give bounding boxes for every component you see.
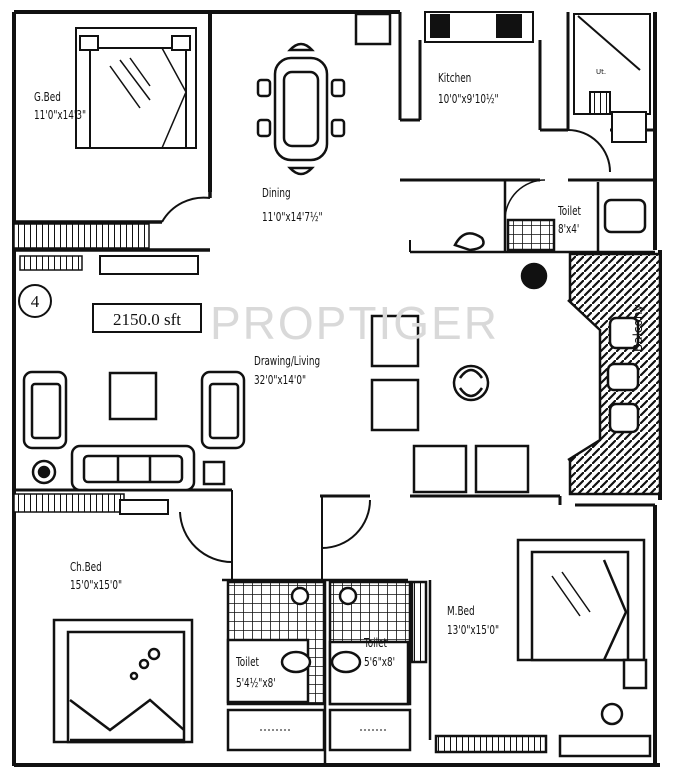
wall-unit [19, 255, 83, 271]
total-area-text: 2150.0 sft [113, 310, 181, 329]
living-chairs [370, 262, 548, 494]
label-dining-size: 11'0"x14'7½" [262, 210, 323, 224]
label-toilet-right-name: Toilet [364, 636, 387, 650]
label-dining-name: Dining [262, 186, 291, 200]
master-bedroom [410, 538, 652, 758]
utility-area [573, 13, 651, 143]
toilet-block [226, 580, 412, 766]
guest-bed-door-swing [161, 196, 211, 223]
child-bedroom [52, 578, 408, 744]
label-balcony: Balcony [631, 304, 645, 352]
kitchen-door-swing [567, 129, 611, 173]
total-area-box: 2150.0 sft [92, 303, 202, 333]
tv-unit [119, 499, 169, 515]
guest-bedroom-walls [14, 12, 212, 252]
label-child-bed-size: 15'0"x15'0" [70, 578, 123, 592]
unit-number-text: 4 [30, 292, 40, 311]
label-toilet-kitchen-name: Toilet [558, 204, 581, 218]
fridge [354, 12, 392, 46]
label-guest-bed-name: G.Bed [34, 90, 61, 104]
kitchen-toilet [410, 179, 655, 254]
watermark: PROPTIGER [210, 297, 499, 349]
balcony [567, 252, 662, 496]
label-drawing-size: 32'0"x14'0" [254, 373, 307, 387]
label-drawing-name: Drawing/Living [254, 354, 321, 368]
guest-bed-window [13, 223, 150, 249]
dining-table [256, 42, 346, 176]
sofa-set [22, 370, 246, 492]
living-window [13, 493, 125, 513]
label-kitchen-size: 10'0"x9'10½" [438, 92, 499, 106]
kitchen-stove [430, 14, 450, 38]
guest-bed-furniture [75, 27, 197, 149]
label-kitchen-name: Kitchen [438, 71, 472, 85]
label-toilet-left-name: Toilet [236, 655, 259, 669]
label-master-bed-name: M.Bed [447, 604, 475, 618]
label-toilet-kitchen-size: 8'x4' [558, 222, 580, 236]
label-toilet-left-size: 5'4½"x8' [236, 676, 276, 690]
label-master-bed-size: 13'0"x15'0" [447, 623, 500, 637]
guest-bed-wardrobe [99, 255, 199, 275]
label-guest-bed-size: 11'0"x14'3" [34, 108, 87, 122]
kitchen-sink [496, 14, 522, 38]
kitchen-walls [398, 12, 655, 182]
label-toilet-right-size: 5'6"x8' [364, 655, 396, 669]
door-swings [179, 240, 411, 580]
unit-number-badge: 4 [18, 284, 52, 318]
utility-label: Ut. [596, 68, 606, 76]
label-child-bed-name: Ch.Bed [70, 560, 102, 574]
